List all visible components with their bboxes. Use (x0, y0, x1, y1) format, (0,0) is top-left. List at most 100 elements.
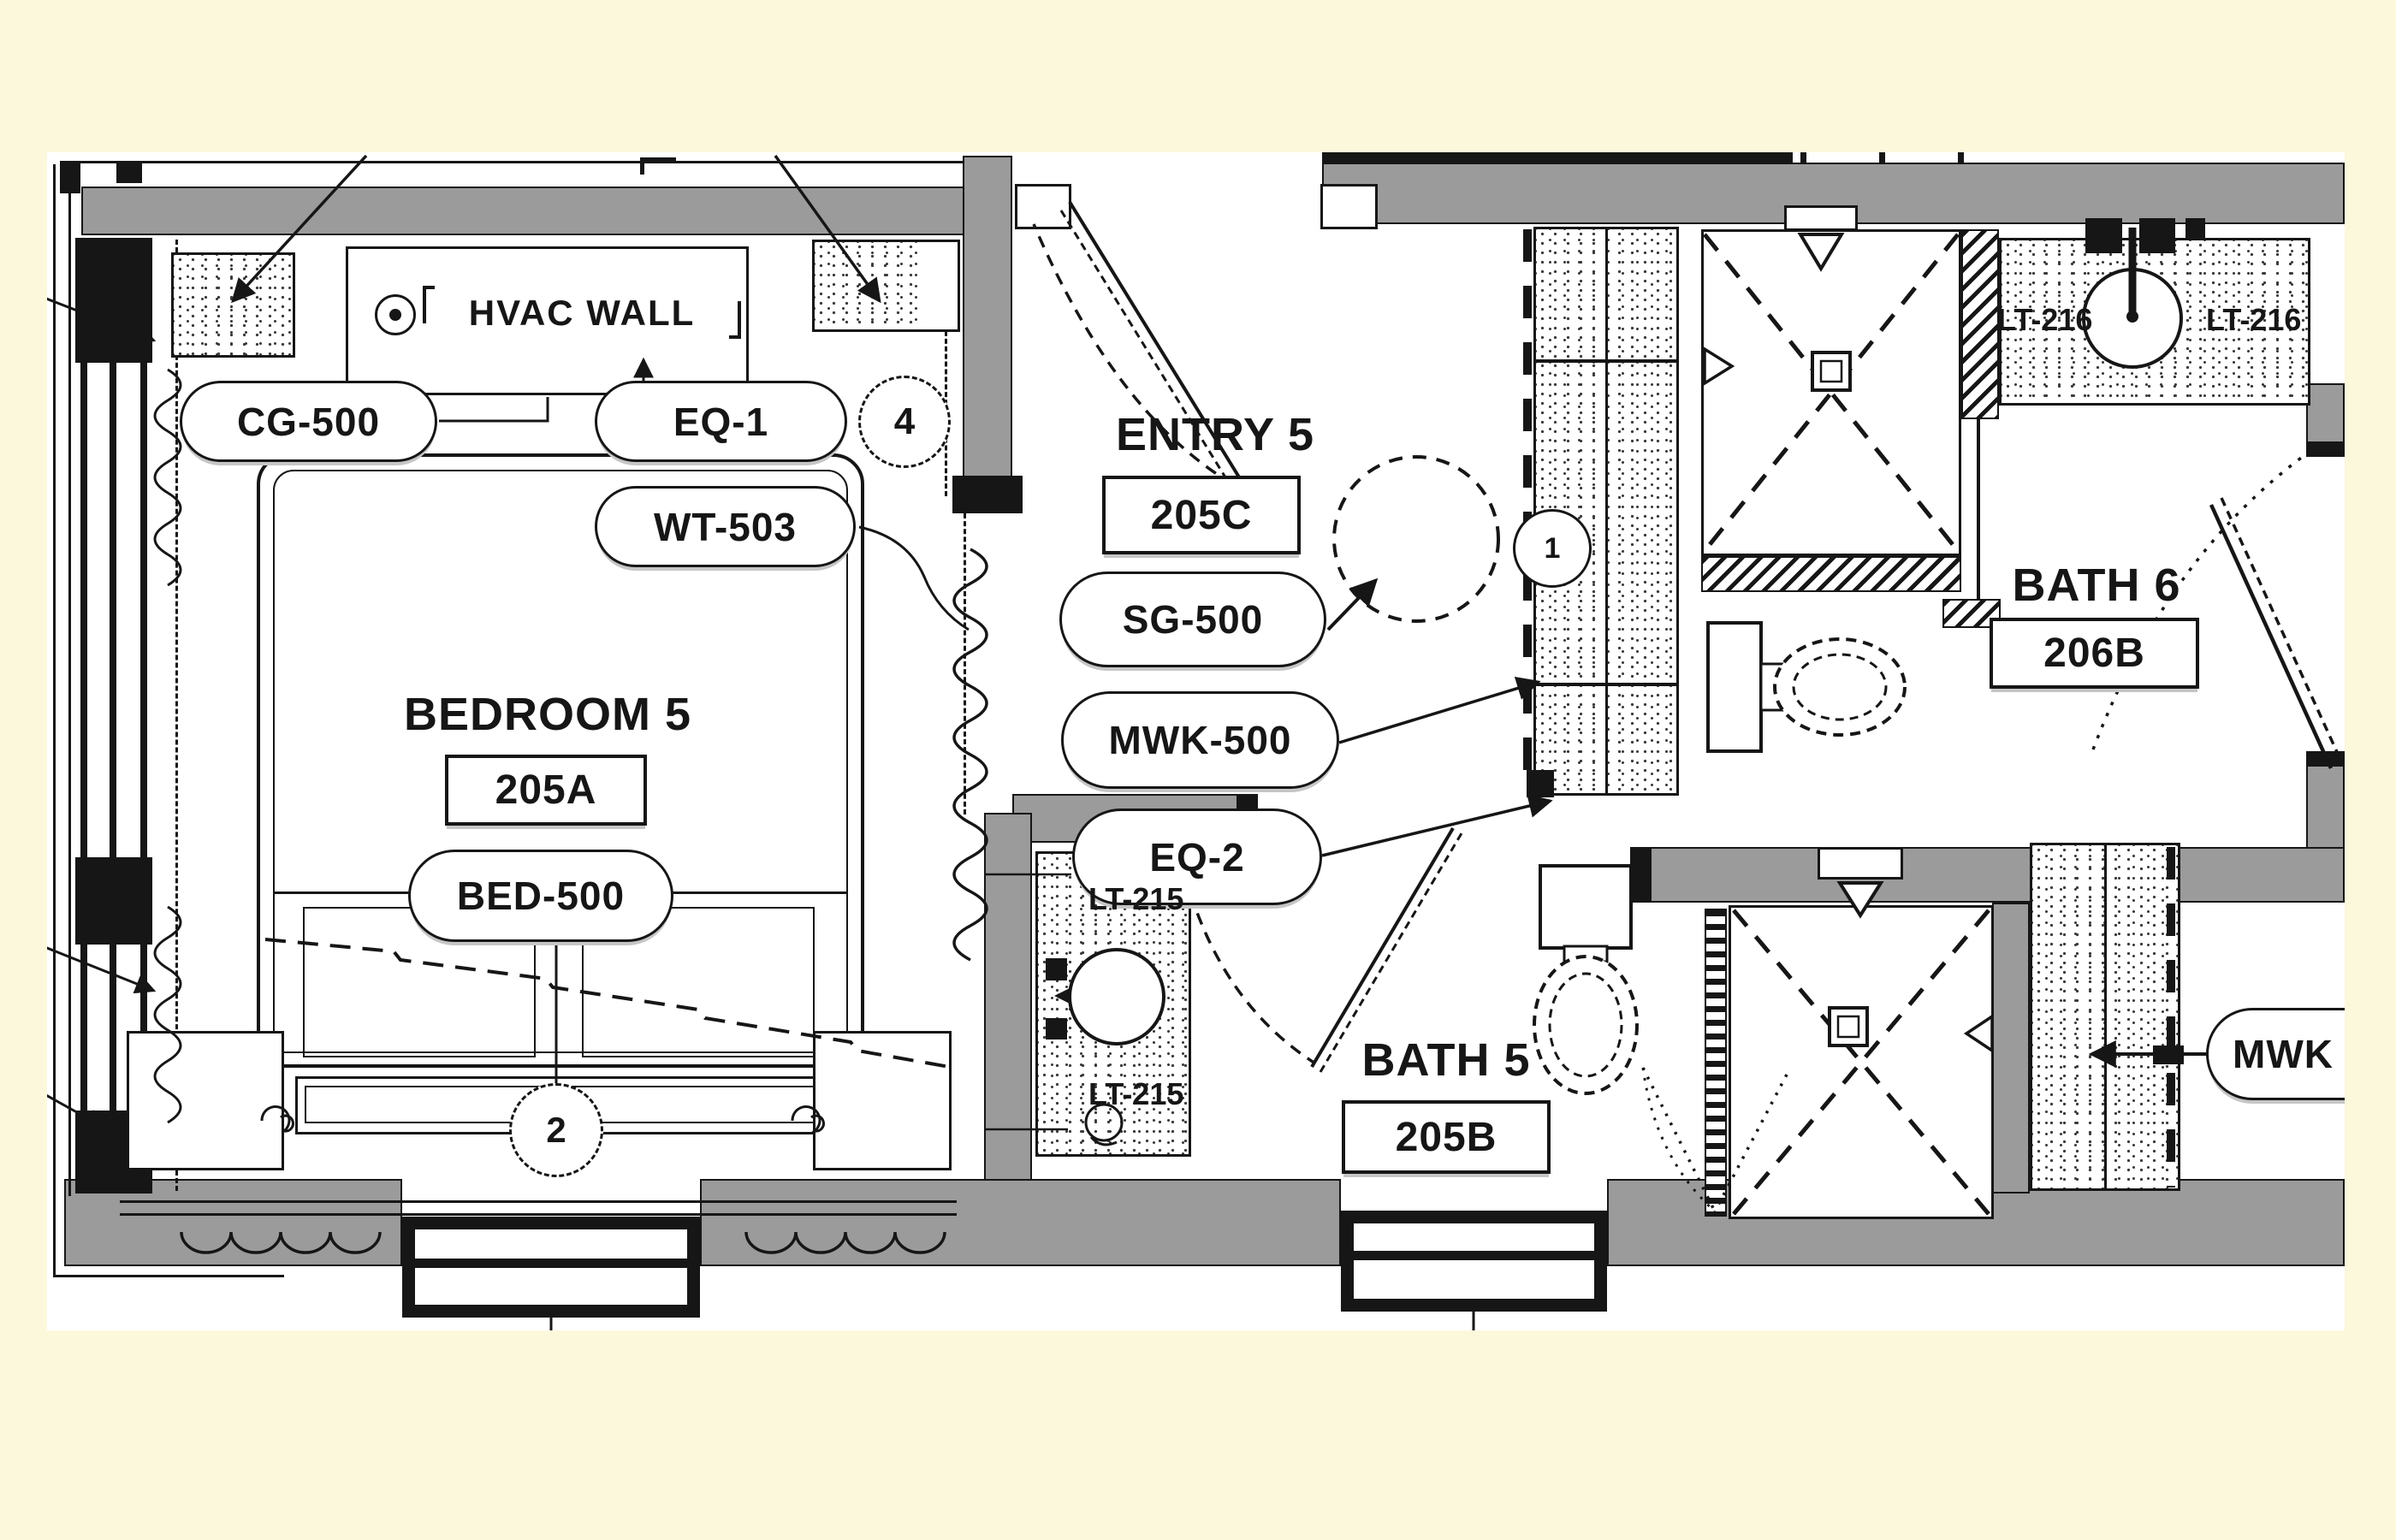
nightstand-right (813, 1031, 952, 1170)
wall-mid-right-cap (1630, 847, 1652, 903)
wall-thin-line (1977, 419, 1980, 601)
leader-line (1321, 794, 1553, 857)
wall-bedroom-top-outer-line (60, 161, 971, 163)
bracket-mark (423, 286, 435, 323)
window-mullion-line (140, 238, 147, 1194)
window-mullion-line (80, 238, 87, 1194)
wall-dashed-face (964, 513, 966, 814)
faucet-block (2185, 218, 2205, 240)
curtain-scallops (744, 1231, 946, 1254)
paper-margin-bottom (0, 1330, 2396, 1540)
room-title-entry5: ENTRY 5 (1115, 409, 1315, 460)
wall-bottom-outer-line (53, 1275, 284, 1277)
tag-lt215-bottom: LT-215 (1088, 1076, 1184, 1111)
tag-bed500: BED-500 (408, 850, 673, 942)
leader-line (774, 154, 881, 304)
window-bottom-mid (1341, 1211, 1607, 1312)
room-number-bedroom5: 205A (445, 755, 647, 826)
shower-bath6 (1701, 229, 1961, 556)
bed-foot-panel (582, 907, 815, 1057)
wall-bath5-left (984, 813, 1032, 1217)
platform-line (120, 1213, 957, 1216)
tag-wt503: WT-503 (595, 486, 856, 567)
faucet-block (1046, 1018, 1067, 1040)
door-leaf (2220, 497, 2343, 762)
closet-shelf-line (1536, 359, 1676, 363)
closet-sliding-track (2167, 847, 2175, 1188)
closet-millwork-br (2030, 843, 2180, 1191)
mirror-dashed-circle (1332, 455, 1500, 623)
door-leaf (1068, 200, 1249, 493)
closet-shelf-line (1536, 683, 1676, 686)
hvac-wall-label: HVAC WALL (468, 293, 696, 333)
shower-drain-icon (1836, 1015, 1860, 1039)
room-title-bath5: BATH 5 (1361, 1034, 1531, 1086)
shower-door-fan (1713, 1074, 1788, 1212)
wall-mid-cap (952, 476, 1023, 513)
tag-mwk500: MWK-500 (1061, 691, 1339, 789)
leader-line (1326, 578, 1379, 631)
door-jamb (1320, 184, 1378, 229)
window-sash-bar (1354, 1251, 1594, 1260)
faucet-dot (2126, 311, 2138, 323)
toilet-tank (1539, 864, 1633, 950)
tag-lt216-left: LT-216 (1997, 302, 2093, 337)
shower-drain-icon (1828, 1006, 1869, 1047)
leader-line (1338, 676, 1541, 744)
thermostat-icon (375, 294, 416, 335)
thermostat-dot-icon (389, 309, 401, 321)
tag-lt215-top: LT-215 (1088, 881, 1184, 916)
window-frame-block (75, 857, 152, 945)
door-leaf (2209, 504, 2334, 769)
faucet-block (2085, 218, 2122, 253)
room-number-entry5: 205C (1102, 476, 1301, 554)
door-swing-arc (2091, 452, 2309, 750)
tag-cg500: CG-500 (180, 381, 437, 462)
leader-squiggle (858, 525, 970, 631)
wall-corner-mark (640, 157, 676, 162)
door-swing-arc (1032, 223, 1252, 496)
toilet-bowl (1548, 972, 1623, 1078)
toilet-bowl (1792, 653, 1888, 721)
platform-line (120, 1200, 957, 1203)
toilet-tank (1706, 621, 1763, 753)
door-leaf (1059, 210, 1241, 500)
keynote-2: 2 (509, 1083, 603, 1177)
room-title-bath6: BATH 6 (2012, 560, 2181, 611)
shower-head-icon (1797, 233, 1845, 272)
curtain-squiggle (153, 368, 182, 587)
shower-glass-panel (1705, 909, 1727, 1217)
shower-head-icon (1836, 881, 1884, 919)
tag-eq1: EQ-1 (595, 381, 847, 462)
door-jamb (1015, 184, 1071, 229)
shower-bath5 (1729, 905, 1994, 1219)
room-title-bedroom5: BEDROOM 5 (403, 689, 692, 740)
wall-corner-mark (60, 161, 80, 193)
tiled-wall-strip (1961, 229, 1999, 419)
bed-blanket-line (264, 938, 955, 1069)
keynote-1: 1 (1513, 509, 1592, 588)
curtain-scallops (180, 1231, 382, 1254)
window-sash-bar (415, 1259, 687, 1268)
wall-bedroom-top (81, 187, 971, 235)
shower-curb-bath6 (1701, 556, 1961, 592)
shower-x (1732, 909, 1990, 1216)
bracket-mark (729, 301, 741, 339)
wall-corner-mark (640, 157, 644, 175)
wall-finish-wavy (952, 548, 988, 962)
closet-centerline (1605, 229, 1608, 793)
shower-drain-icon (1811, 351, 1852, 392)
hvac-register-panel (171, 252, 295, 358)
leader-line (231, 154, 368, 304)
keynote-4: 4 (858, 376, 951, 468)
wall-corner-mark (116, 161, 142, 183)
room-number-bath6: 206B (1990, 618, 2199, 689)
sconce-icon (1089, 1135, 1118, 1146)
shower-drain-icon (1819, 359, 1843, 383)
leader-line (439, 397, 549, 423)
wall-left-outer-line (53, 164, 56, 1275)
nightstand-left (127, 1031, 284, 1170)
wall-left-inner-line (68, 187, 71, 1196)
